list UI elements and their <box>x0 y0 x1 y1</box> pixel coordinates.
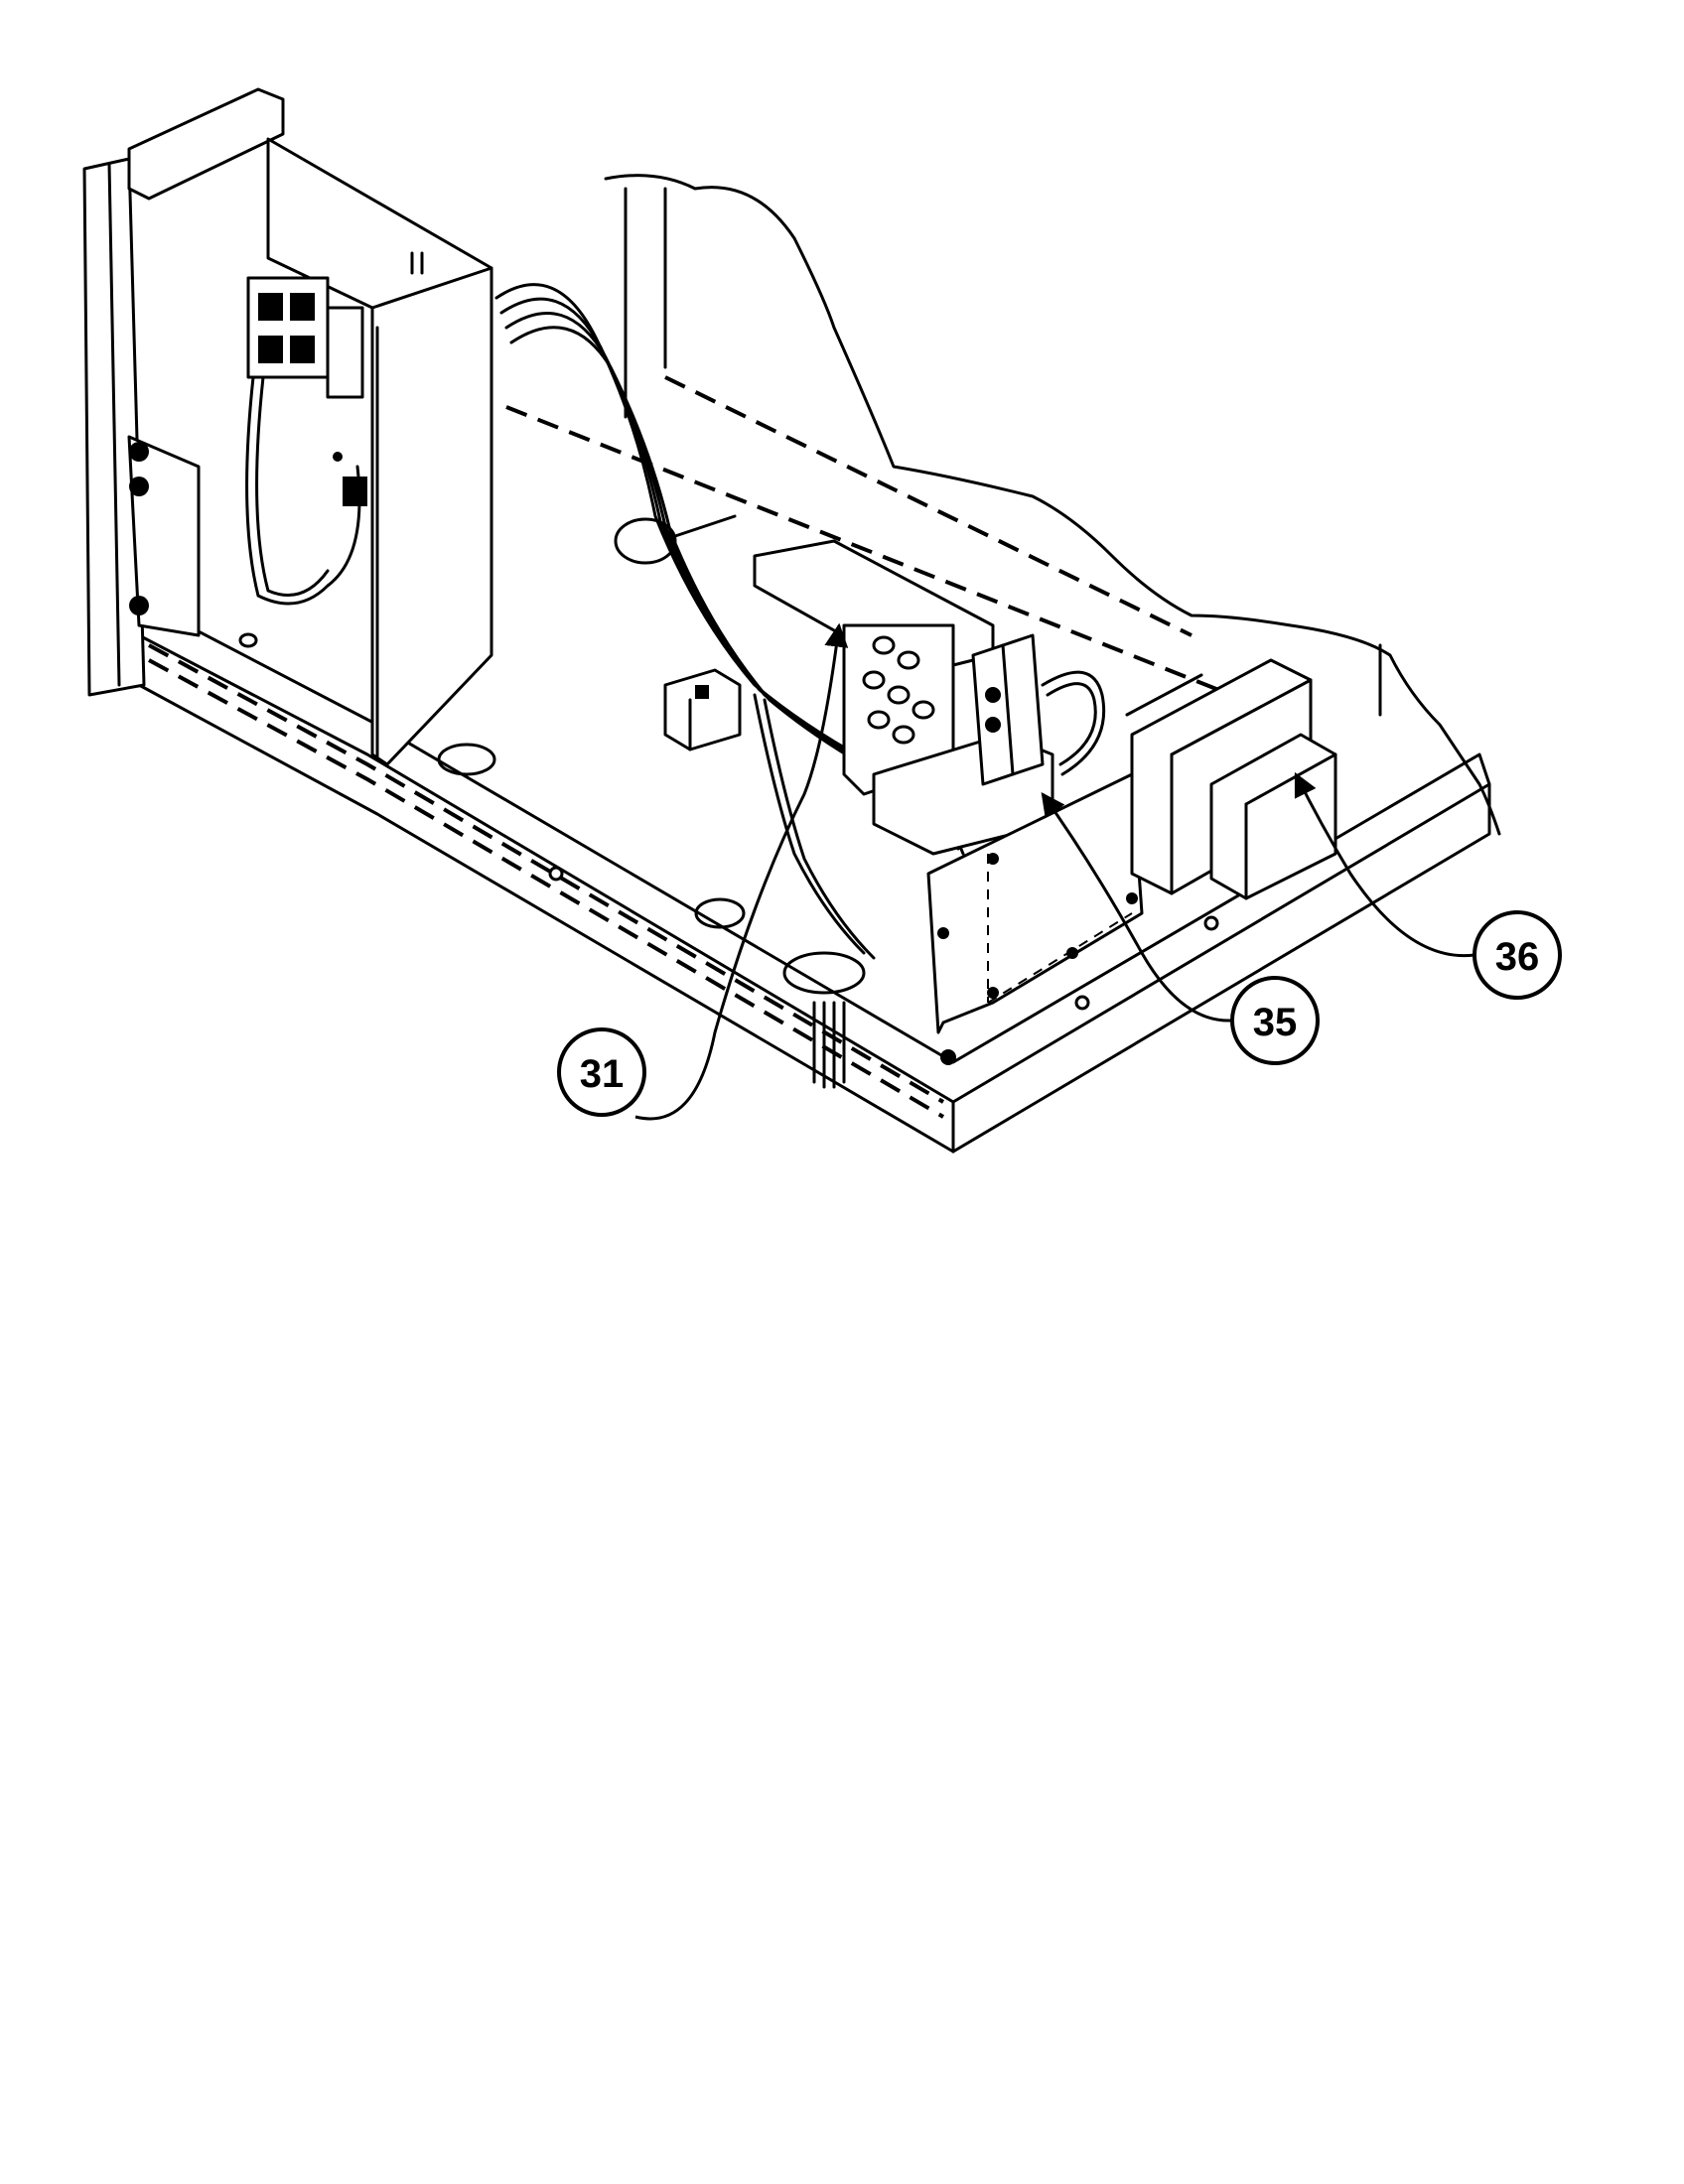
leader-31 <box>634 622 849 1121</box>
callout-35: 35 <box>1230 976 1320 1065</box>
callout-31: 31 <box>557 1027 646 1117</box>
callout-36-label: 36 <box>1495 935 1540 979</box>
back-wall <box>604 174 1501 836</box>
transformer <box>1125 658 1337 900</box>
electrical-box <box>245 137 493 766</box>
leader-36 <box>1294 771 1475 958</box>
left-post <box>82 87 285 697</box>
chassis-base <box>137 375 1491 1154</box>
callout-35-label: 35 <box>1253 1001 1298 1044</box>
callout-31-label: 31 <box>580 1052 625 1096</box>
leader-35 <box>1041 792 1232 1023</box>
callout-36: 36 <box>1473 910 1562 1000</box>
leader-lines <box>634 622 1475 1121</box>
relay-bracket <box>753 539 1106 856</box>
